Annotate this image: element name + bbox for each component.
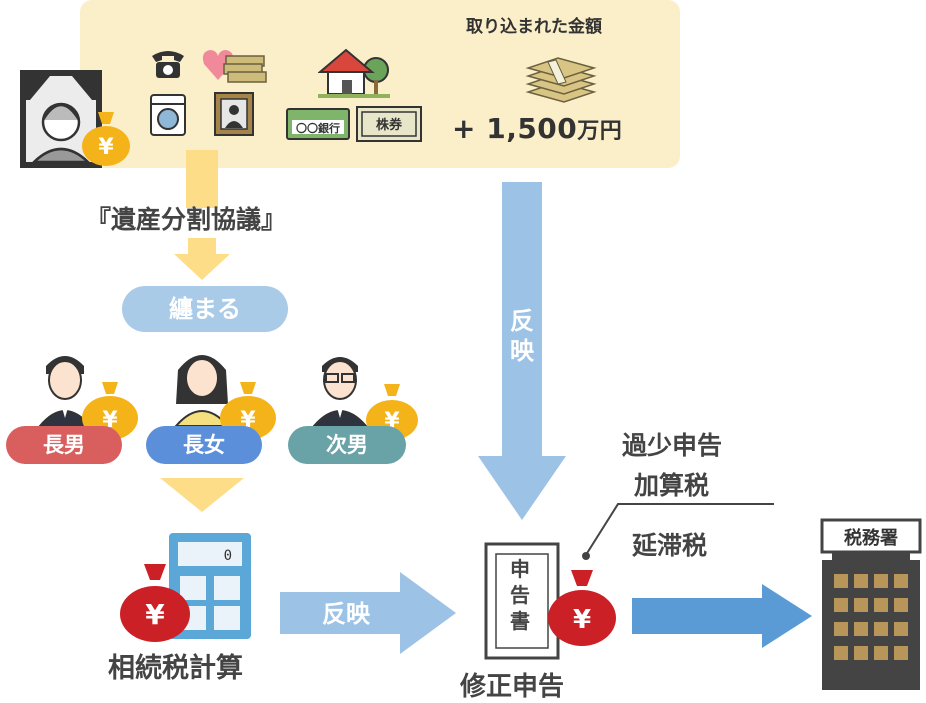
heir-badge-jinan: 次男 xyxy=(288,426,406,464)
tax-office-building-icon xyxy=(820,518,922,690)
arrow-icon xyxy=(280,572,456,654)
money-bag-icon: ¥ xyxy=(120,564,190,642)
amended-return-label: 修正申告 xyxy=(460,672,565,702)
panel-amount: + 1,500万円 xyxy=(452,112,622,145)
penalty-underreport: 過少申告 xyxy=(622,431,723,460)
callout-line xyxy=(582,503,774,560)
penalty-delinquency-tax: 延滞税 xyxy=(632,531,708,560)
arrow-icon xyxy=(160,478,244,512)
person-icon xyxy=(38,356,92,426)
heir-badge-chonan: 長男 xyxy=(6,426,122,464)
money-symbol: ¥ xyxy=(573,605,591,635)
tax-office-sign: 税務署 xyxy=(844,528,898,549)
arrow-icon xyxy=(186,150,218,208)
penalty-additional-tax: 加算税 xyxy=(634,471,710,500)
heir-badge-chojo: 長女 xyxy=(146,426,262,464)
house-icon xyxy=(318,48,390,98)
money-bag-icon: ¥ xyxy=(548,570,616,646)
amount-unit: 万円 xyxy=(577,119,623,144)
cash-stack-icon xyxy=(525,57,597,103)
svg-text:0: 0 xyxy=(224,548,232,564)
arrow-icon xyxy=(632,584,812,648)
amount-value: + 1,500 xyxy=(452,112,578,145)
heart-money-icon xyxy=(202,50,267,83)
reflect-horizontal-label: 反映 xyxy=(322,600,370,628)
person-icon xyxy=(174,355,230,426)
stock-certificate-icon: 株券 xyxy=(356,106,422,142)
arrow-icon xyxy=(478,182,566,520)
money-symbol: ¥ xyxy=(145,598,165,631)
reflect-vertical-label: 反映 xyxy=(510,307,534,365)
money-bag-icon: ¥ xyxy=(82,112,130,166)
picture-frame-icon xyxy=(214,92,254,136)
panel-title: 取り込まれた金額 xyxy=(466,17,602,37)
filing-doc-label: 申告書 xyxy=(510,557,530,633)
stock-label: 株券 xyxy=(376,117,403,133)
agreement-label: 『遺産分割協議』 xyxy=(86,205,287,234)
washing-machine-icon xyxy=(150,94,186,136)
settled-label: 纏まる xyxy=(122,286,288,332)
arrow-icon xyxy=(174,238,230,280)
bankbook-icon: 〇〇銀行 xyxy=(286,108,350,140)
portrait-icon xyxy=(20,70,102,168)
money-symbol: ¥ xyxy=(98,135,114,160)
tax-document-icon xyxy=(484,542,560,660)
telephone-icon xyxy=(152,51,184,78)
tax-calc-label: 相続税計算 xyxy=(108,653,243,684)
person-icon xyxy=(312,357,368,426)
bankbook-label: 〇〇銀行 xyxy=(296,121,340,135)
